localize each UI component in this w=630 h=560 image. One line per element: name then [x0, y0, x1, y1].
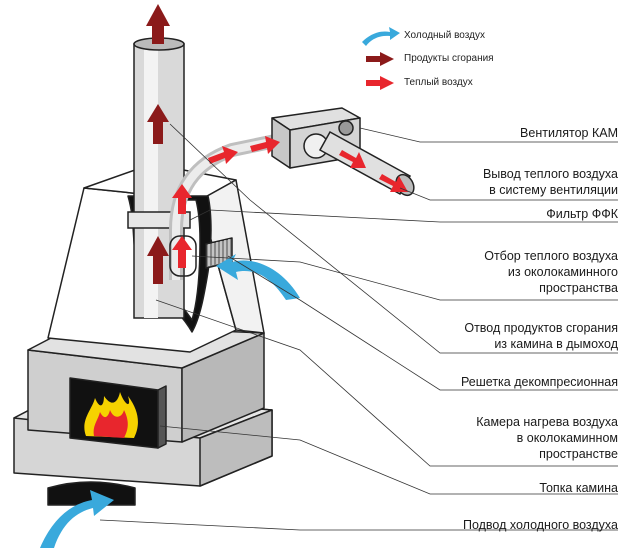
callout-warm-air-output: Вывод теплого воздуха в систему вентиляц… — [483, 166, 618, 198]
combustion-arrow-icon — [147, 104, 169, 144]
callout-flue-outlet-line-1: Отвод продуктов сгорания — [464, 321, 618, 335]
callout-filter-ffk-line: Фильтр ФФК — [546, 207, 618, 221]
callout-firebox-line: Топка камина — [539, 481, 618, 495]
callout-warm-air-intake-line-3: пространства — [539, 281, 618, 295]
combustion-arrow-icon — [147, 236, 169, 284]
cold-air-arrow-icon — [40, 490, 114, 548]
callout-heating-chamber-line-2: в околокаминном — [516, 431, 618, 445]
callout-firebox: Топка камина — [539, 480, 618, 496]
callout-warm-air-output-line-2: в систему вентиляции — [489, 183, 618, 197]
combustion-arrow-icon — [366, 52, 394, 66]
combustion-flow-arrows — [146, 4, 170, 284]
callout-decompression-grille: Решетка декомпресионная — [461, 374, 618, 390]
legend-label-combustion: Продукты сгорания — [404, 53, 494, 64]
fire-icon — [84, 392, 138, 438]
callout-filter-ffk: Фильтр ФФК — [546, 206, 618, 222]
warm-air-arrow-icon — [379, 174, 408, 192]
callout-warm-air-intake-line-1: Отбор теплого воздуха — [484, 249, 618, 263]
callout-heating-chamber: Камера нагрева воздуха в околокаминном п… — [476, 414, 618, 462]
callout-heating-chamber-line-3: пространстве — [539, 447, 618, 461]
legend-icons — [362, 27, 400, 90]
cold-air-arrow-icon — [362, 27, 400, 46]
warm-air-arrow-icon — [250, 136, 280, 154]
cold-flow-arrows — [40, 254, 300, 548]
cold-air-arrow-icon — [216, 254, 300, 300]
callout-warm-air-intake: Отбор теплого воздуха из околокаминного … — [484, 248, 618, 296]
callout-flue-outlet-line-2: из камина в дымоход — [494, 337, 618, 351]
callout-fan-kam-line: Вентилятор КАМ — [520, 126, 618, 140]
legend-label-cold: Холодный воздух — [404, 30, 485, 41]
warm-air-arrow-icon — [172, 184, 192, 214]
callout-decompression-grille-line: Решетка декомпресионная — [461, 375, 618, 389]
combustion-arrow-icon — [146, 4, 170, 44]
fireplace-body — [27, 324, 265, 449]
callout-heating-chamber-line-1: Камера нагрева воздуха — [476, 415, 618, 429]
callout-warm-air-output-line-1: Вывод теплого воздуха — [482, 167, 618, 181]
callout-flue-outlet: Отвод продуктов сгорания из камина в дым… — [464, 320, 618, 352]
callout-warm-air-intake-line-2: из околокаминного — [507, 265, 618, 279]
warm-air-arrow-icon — [208, 146, 238, 164]
warm-air-arrow-icon — [366, 76, 394, 90]
leader-lines — [99, 123, 618, 531]
warm-air-arrow-icon — [172, 236, 192, 268]
warm-air-arrow-icon — [339, 150, 366, 168]
legend-label-warm: Теплый воздух — [404, 77, 473, 88]
warm-flow-arrows — [172, 136, 408, 268]
callout-cold-air-supply: Подвод холодного воздуха — [463, 517, 618, 533]
callout-cold-air-supply-line: Подвод холодного воздуха — [462, 518, 618, 532]
callout-fan-kam: Вентилятор КАМ — [520, 125, 618, 141]
